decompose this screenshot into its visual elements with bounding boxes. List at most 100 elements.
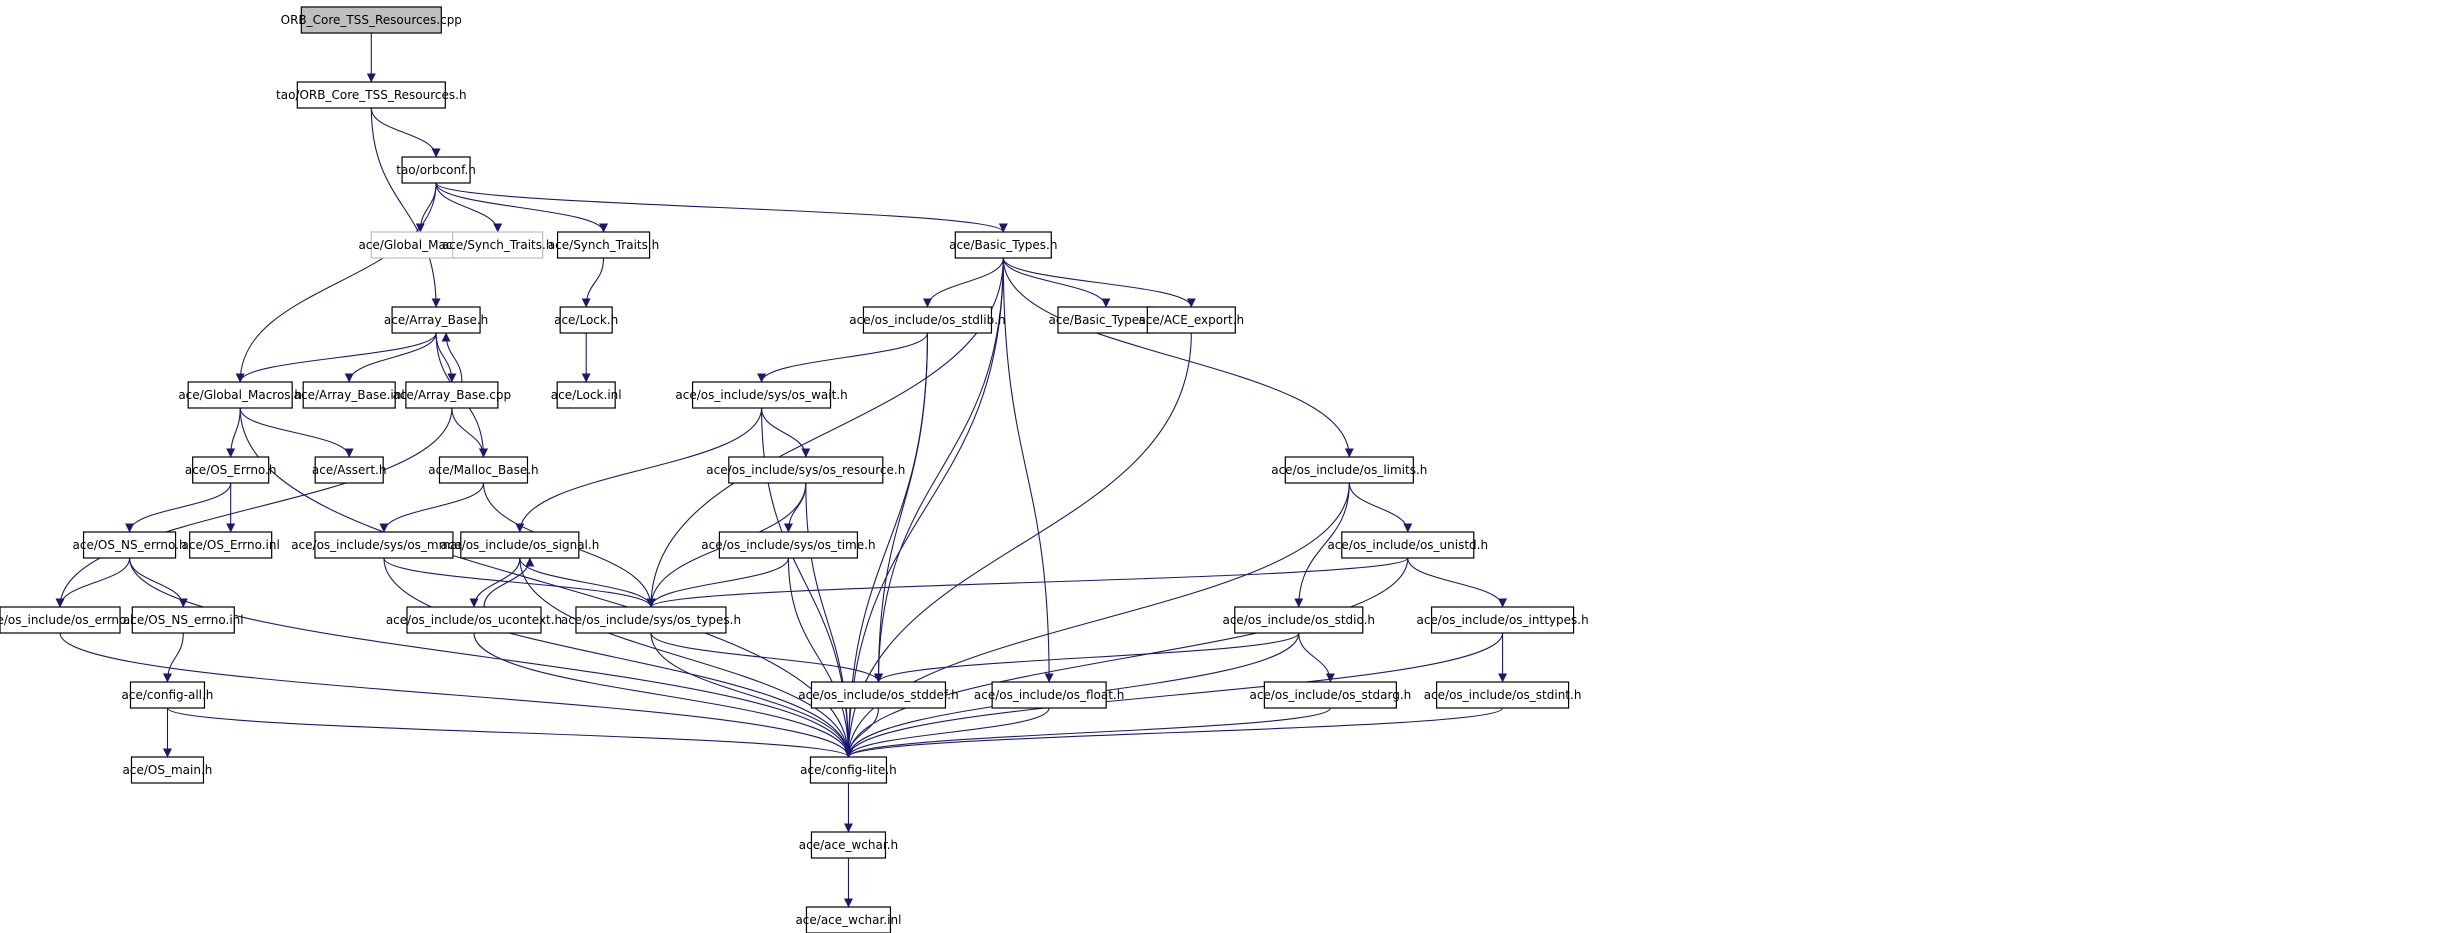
node-label: ace/os_include/os_stdint.h [1424,688,1582,702]
node-box [460,531,580,559]
node-label: ace/os_include/os_stddef.h [798,688,958,702]
node-box [1263,681,1397,709]
edge-basic-to-os_stdlib [922,257,1004,308]
node-label: ace/OS_main.h [123,763,213,777]
node-box [130,756,205,784]
node-os_resource[interactable]: ace/os_include/sys/os_resource.h [706,456,905,484]
node-array_cpp[interactable]: ace/Array_Base.cpp [393,381,512,409]
node-synch_dim[interactable]: ace/Synch_Traits.h [442,231,553,259]
node-label: ace/Array_Base.inl [294,388,405,402]
node-os_ucontext[interactable]: ace/os_include/os_ucontext.h [386,606,562,634]
node-label: ace/Malloc_Base.h [428,463,538,477]
node-box [991,681,1107,709]
node-os_stdio[interactable]: ace/os_include/os_stdio.h [1222,606,1375,634]
node-label: ace/os_include/sys/os_resource.h [706,463,905,477]
node-os_errno_h[interactable]: ace/OS_Errno.h [185,456,277,484]
edge-os_errno_h-to-os_ns_errno [125,482,232,533]
node-label: ace/config-all.h [122,688,214,702]
node-os_errno_inl[interactable]: ace/OS_Errno.inl [182,531,280,559]
node-box [438,456,529,484]
node-box [405,381,499,409]
node-box [314,456,384,484]
node-os_stddef[interactable]: ace/os_include/os_stddef.h [798,681,959,709]
node-lock[interactable]: ace/Lock.h [554,306,618,334]
node-ace_export[interactable]: ace/ACE_export.h [1138,306,1244,334]
edge-os_ns_errno-to-config_lite [129,557,853,758]
node-os_mman[interactable]: ace/os_include/sys/os_mman.h [291,531,477,559]
node-label: ace/os_include/sys/os_time.h [701,538,875,552]
node-os_time[interactable]: ace/os_include/sys/os_time.h [701,531,876,559]
node-os_limits[interactable]: ace/os_include/os_limits.h [1271,456,1427,484]
node-ace_wchar[interactable]: ace/ace_wchar.h [799,831,898,859]
node-config_lite[interactable]: ace/config-lite.h [800,756,897,784]
node-tssh[interactable]: tao/ORB_Core_TSS_Resources.h [276,81,467,109]
edge-gmac-to-assert [239,407,354,458]
node-os_stdlib[interactable]: ace/os_include/os_stdlib.h [849,306,1006,334]
node-box [728,456,884,484]
edge-os_ns_errno-to-os_inc_errno [55,557,131,608]
edge-os_wait-to-os_signal [515,407,763,533]
edge-array_cpp-to-malloc [451,407,488,458]
node-box [192,456,270,484]
node-label: ace/OS_NS_errno.inl [123,613,244,627]
node-box [559,306,613,334]
edge-arrayb-to-array_cpp [435,332,457,383]
node-os_ns_errno[interactable]: ace/OS_NS_errno.h [73,531,187,559]
node-root[interactable]: ORB_Core_TSS_Resources.cpp [281,6,462,34]
node-label: ace/os_include/os_inttypes.h [1416,613,1588,627]
node-box [401,156,471,184]
edge-os_ns_errno_inl-to-config_all [162,632,184,683]
node-os_float[interactable]: ace/os_include/os_float.h [974,681,1124,709]
node-os_types[interactable]: ace/os_include/sys/os_types.h [561,606,741,634]
node-box [691,381,832,409]
node-assert[interactable]: ace/Assert.h [312,456,387,484]
edge-os_resource-to-os_time [783,482,807,533]
edge-os_time-to-config_lite [787,557,853,758]
node-os_ns_errno_inl[interactable]: ace/OS_NS_errno.inl [123,606,244,634]
node-os_signal[interactable]: ace/os_include/os_signal.h [440,531,599,559]
node-label: ace/Global_Macros.h [358,238,482,252]
node-gmac[interactable]: ace/Global_Macros.h [178,381,302,409]
edge-os_unistd-to-os_types [646,557,1409,608]
node-label: tao/orbconf.h [396,163,476,177]
node-label: ace/Basic_Types.h [949,238,1057,252]
node-box [452,231,544,259]
node-config_all[interactable]: ace/config-all.h [122,681,214,709]
node-os_stdint[interactable]: ace/os_include/os_stdint.h [1424,681,1582,709]
node-os_inc_errno[interactable]: ace/os_include/os_errno.h [0,606,138,634]
node-ace_wchar_inl[interactable]: ace/ace_wchar.inl [795,906,901,933]
node-label: ace/os_include/sys/os_wait.h [675,388,847,402]
node-os_wait[interactable]: ace/os_include/sys/os_wait.h [675,381,848,409]
node-arrayb[interactable]: ace/Array_Base.h [384,306,488,334]
edge-os_stdarg-to-config_lite [844,707,1331,758]
node-box [1341,531,1475,559]
node-os_unistd[interactable]: ace/os_include/os_unistd.h [1327,531,1488,559]
node-box [406,606,542,634]
edge-os_stdlib-to-config_lite [843,332,929,758]
node-os_stdarg[interactable]: ace/os_include/os_stdarg.h [1249,681,1411,709]
edge-os_ucontext-to-config_lite [473,632,853,758]
node-box [575,606,727,634]
node-lock_inl[interactable]: ace/Lock.inl [551,381,622,409]
edge-os_types-to-config_lite [650,632,853,758]
node-malloc[interactable]: ace/Malloc_Base.h [428,456,539,484]
edge-basic-to-ace_export [1002,257,1196,308]
edge-basic-to-os_limits [1002,257,1354,458]
node-synch[interactable]: ace/Synch_Traits.h [548,231,659,259]
node-basic[interactable]: ace/Basic_Types.h [949,231,1057,259]
node-box [302,381,396,409]
edge-os_wait-to-os_resource [761,407,811,458]
node-box [556,381,616,409]
edge-basic-to-basic_inl [1002,257,1111,308]
edge-os_stdio-to-os_stddef [874,632,1300,683]
node-box [296,81,446,109]
node-orbconf[interactable]: tao/orbconf.h [396,156,476,184]
node-array_inl[interactable]: ace/Array_Base.inl [294,381,405,409]
node-os_inttypes[interactable]: ace/os_include/os_inttypes.h [1416,606,1589,634]
node-label: ace/os_include/os_signal.h [440,538,599,552]
edge-os_unistd-to-config_lite [844,557,1409,758]
edge-ace_export-to-config_lite [843,332,1192,758]
node-os_main[interactable]: ace/OS_main.h [123,756,213,784]
node-label: ace/ace_wchar.inl [795,913,901,927]
